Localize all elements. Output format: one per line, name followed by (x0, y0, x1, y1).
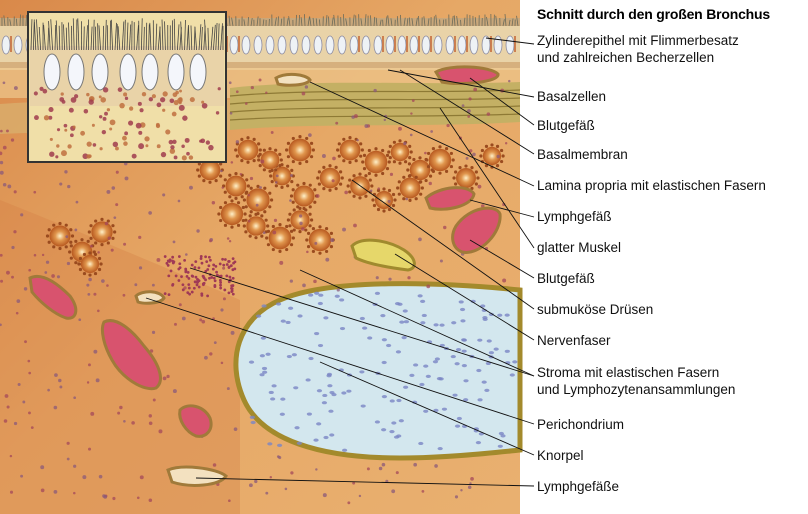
label-stroma-line1: Stroma mit elastischen Fasern (537, 364, 735, 381)
label-glatter-muskel: glatter Muskel (537, 239, 621, 256)
label-lymphgefaess: Lymphgefäß (537, 208, 612, 225)
label-blutgefaess-2: Blutgefäß (537, 270, 595, 287)
label-stroma-line2: und Lymphozytenansammlungen (537, 381, 735, 398)
label-zylinderepithel-line2: und zahlreichen Becherzellen (537, 49, 739, 66)
label-stroma: Stroma mit elastischen Fasern und Lympho… (537, 364, 735, 398)
label-zylinderepithel-line1: Zylinderepithel mit Flimmerbesatz (537, 32, 739, 49)
label-nervenfaser: Nervenfaser (537, 332, 611, 349)
label-zylinderepithel: Zylinderepithel mit Flimmerbesatz und za… (537, 32, 739, 66)
label-blutgefaess-1: Blutgefäß (537, 117, 595, 134)
label-lymphgefaesse: Lymphgefäße (537, 478, 619, 495)
label-submukoese-druesen: submuköse Drüsen (537, 301, 653, 318)
label-basalmembran: Basalmembran (537, 146, 628, 163)
label-knorpel: Knorpel (537, 447, 584, 464)
label-perichondrium: Perichondrium (537, 416, 624, 433)
label-lamina-propria: Lamina propria mit elastischen Fasern (537, 177, 766, 194)
label-basalzellen: Basalzellen (537, 88, 606, 105)
